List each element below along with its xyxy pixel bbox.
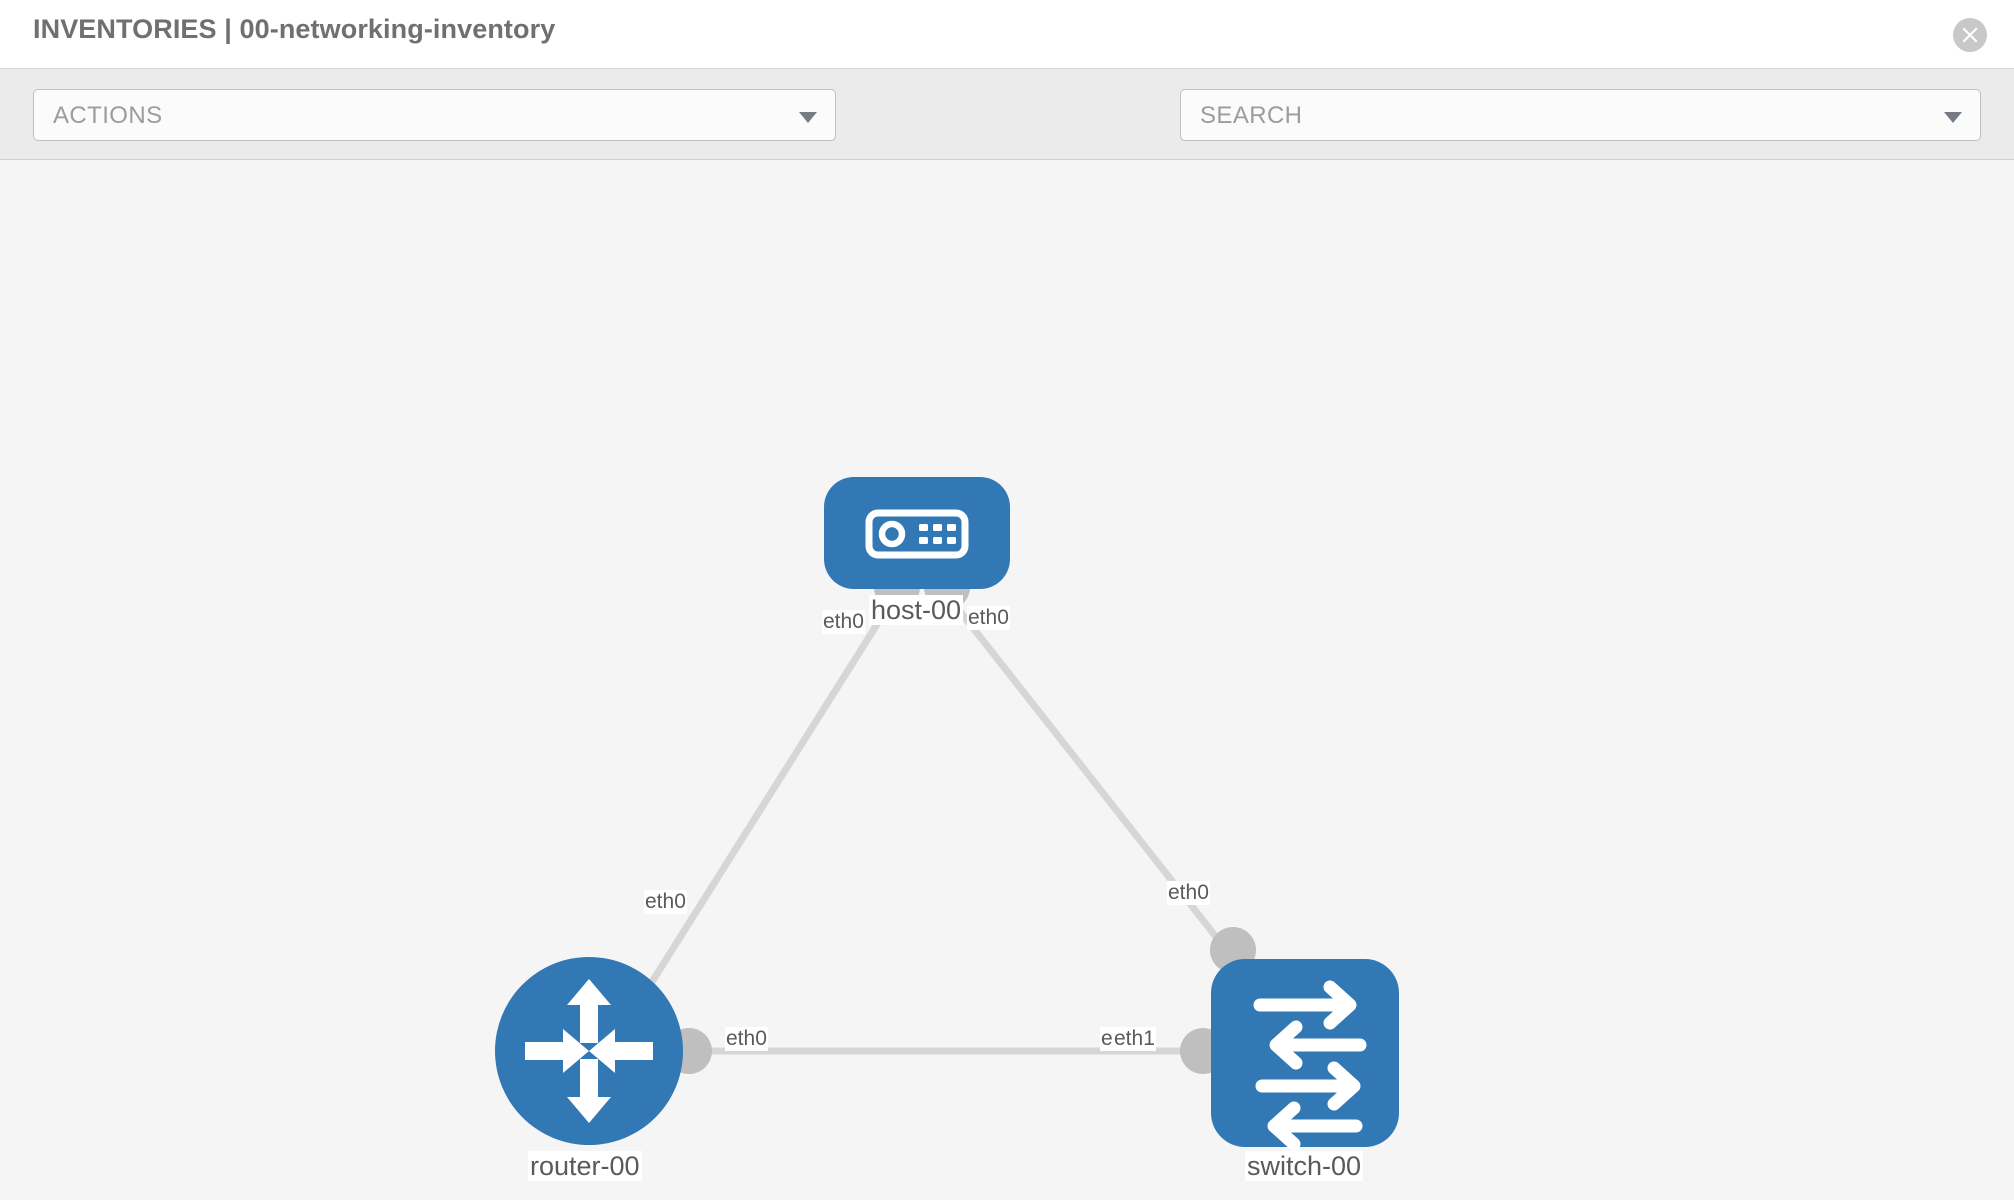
- iface-label-host-right: eth0: [967, 606, 1010, 630]
- node-host-00[interactable]: [824, 477, 1010, 589]
- link-host-switch: [940, 587, 1239, 965]
- search-input[interactable]: SEARCH: [1180, 89, 1981, 141]
- iface-label-router-to-host: eth0: [644, 890, 687, 914]
- actions-dropdown-label: ACTIONS: [53, 102, 163, 129]
- link-host-router: [636, 587, 902, 1005]
- chevron-down-icon: [1944, 112, 1962, 123]
- actions-dropdown[interactable]: ACTIONS: [33, 89, 836, 141]
- toolbar: ACTIONS SEARCH: [0, 69, 2014, 200]
- iface-label-switch-to-host: eth0: [1167, 881, 1210, 905]
- node-label-host: host-00: [869, 595, 964, 626]
- node-router-00[interactable]: [495, 957, 683, 1145]
- iface-label-switch-left-b: eth1: [1113, 1027, 1156, 1051]
- server-device-icon: [865, 509, 969, 559]
- close-icon-glyph: [1962, 27, 1978, 43]
- chevron-down-icon: [799, 112, 817, 123]
- topology-graph: [495, 477, 1399, 1151]
- node-label-switch: switch-00: [1245, 1151, 1364, 1182]
- node-label-router: router-00: [528, 1151, 642, 1182]
- node-switch-00[interactable]: [1211, 959, 1399, 1151]
- search-placeholder: SEARCH: [1200, 102, 1303, 129]
- page-header: INVENTORIES | 00-networking-inventory: [0, 0, 2014, 69]
- iface-label-router-right: eth0: [725, 1027, 768, 1051]
- close-icon[interactable]: [1953, 18, 1987, 52]
- bidirectional-arrows-icon: [1253, 980, 1367, 1151]
- topology-canvas[interactable]: eth0 host-00 eth0 eth0 eth0 eth0 eth eth…: [0, 161, 2014, 1200]
- page-title: INVENTORIES | 00-networking-inventory: [33, 14, 556, 44]
- four-arrows-inward-icon: [525, 979, 653, 1123]
- iface-label-host-left: eth0: [822, 610, 865, 634]
